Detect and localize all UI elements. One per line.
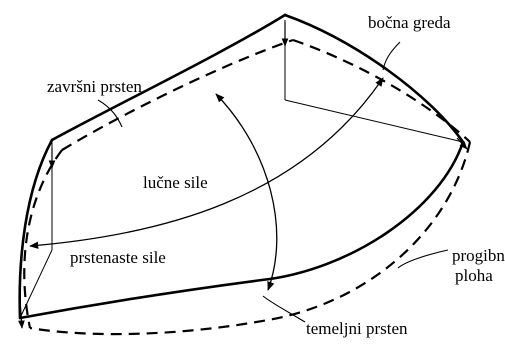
- label-bocna-greda: bočna greda: [368, 13, 451, 32]
- edge-arrows: [18, 22, 468, 329]
- back-base-edge: [284, 99, 464, 143]
- deflected-side-edge: [292, 38, 471, 143]
- bottom-corner-arrow: [18, 299, 25, 329]
- leader-zavrsni-prsten: [97, 99, 123, 128]
- label-temeljni-prsten: temeljni prsten: [306, 319, 408, 338]
- leader-temeljni-prsten: [262, 295, 306, 323]
- label-prstenaste-sile: prstenaste sile: [70, 248, 166, 267]
- label-progibna: progibna: [452, 246, 505, 265]
- hidden-edges: [19, 20, 464, 319]
- deflected-front-edge: [23, 149, 63, 329]
- temeljni-prsten-edge: [18, 140, 465, 320]
- deflected-base-edge: [29, 141, 472, 336]
- right-corner-arrow: [456, 137, 468, 150]
- leader-progibna-ploha: [397, 249, 449, 269]
- lucne-sile-arrow: [215, 93, 278, 291]
- label-ploha: ploha: [455, 266, 493, 285]
- leader-lines: [97, 41, 449, 323]
- prstenaste-sile-arrow: [29, 77, 384, 249]
- label-lucne-sile: lučne sile: [143, 173, 208, 192]
- bocna-greda-edge: [283, 13, 465, 144]
- leader-bocna-greda: [382, 41, 401, 71]
- label-zavrsni-prsten: završni prsten: [47, 77, 142, 96]
